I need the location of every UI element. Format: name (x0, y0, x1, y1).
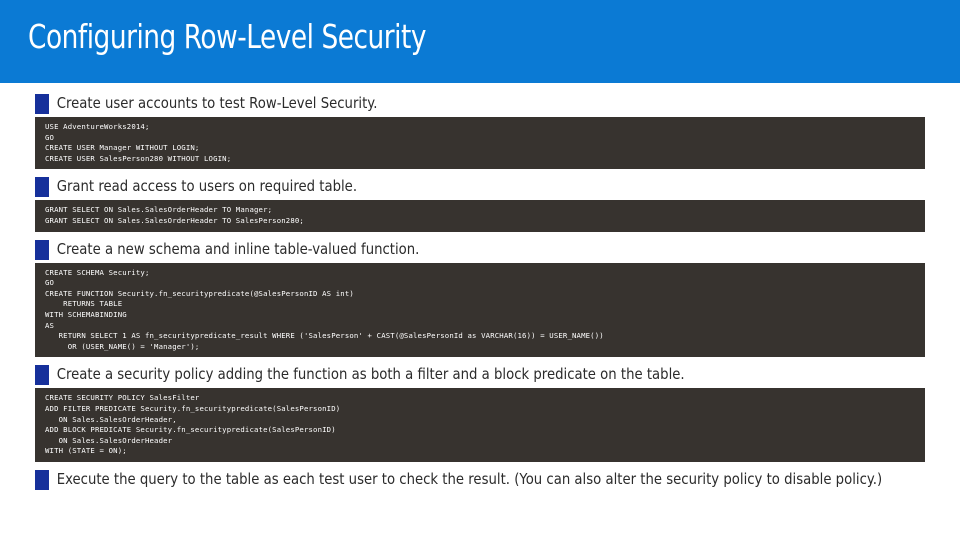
bullet-marker-icon (35, 365, 49, 386)
bullet-marker-icon (35, 469, 49, 490)
bullet-marker-icon (35, 94, 49, 114)
code-block-1: USE AdventureWorks2014; GO CREATE USER M… (35, 117, 925, 170)
code-block-3: CREATE SCHEMA Security; GO CREATE FUNCTI… (35, 262, 925, 358)
bullet-label-1: Create user accounts to test Row-Level S… (56, 94, 378, 112)
bullet-item-3: Create a new schema and inline table-val… (0, 238, 960, 260)
bullet-label-5: Execute the query to the table as each t… (56, 469, 883, 488)
bullet-label-2: Grant read access to users on required t… (56, 177, 358, 196)
bullet-label-4: Create a security policy adding the func… (56, 365, 685, 384)
bullet-item-5: Execute the query to the table as each t… (0, 468, 960, 490)
bullet-item-2: Grant read access to users on required t… (0, 175, 960, 198)
bullet-label-3: Create a new schema and inline table-val… (56, 239, 420, 258)
title-banner: Configuring Row-Level Security (0, 0, 960, 83)
spacer (0, 83, 960, 92)
slide-content: Create user accounts to test Row-Level S… (0, 83, 960, 540)
bullet-marker-icon (35, 239, 49, 260)
code-block-2: GRANT SELECT ON Sales.SalesOrderHeader T… (35, 200, 925, 232)
bullet-item-4: Create a security policy adding the func… (0, 363, 960, 386)
code-block-4: CREATE SECURITY POLICY SalesFilter ADD F… (35, 388, 925, 462)
bullet-marker-icon (35, 177, 49, 198)
page-title: Configuring Row-Level Security (28, 17, 427, 56)
bullet-item-1: Create user accounts to test Row-Level S… (0, 92, 960, 114)
